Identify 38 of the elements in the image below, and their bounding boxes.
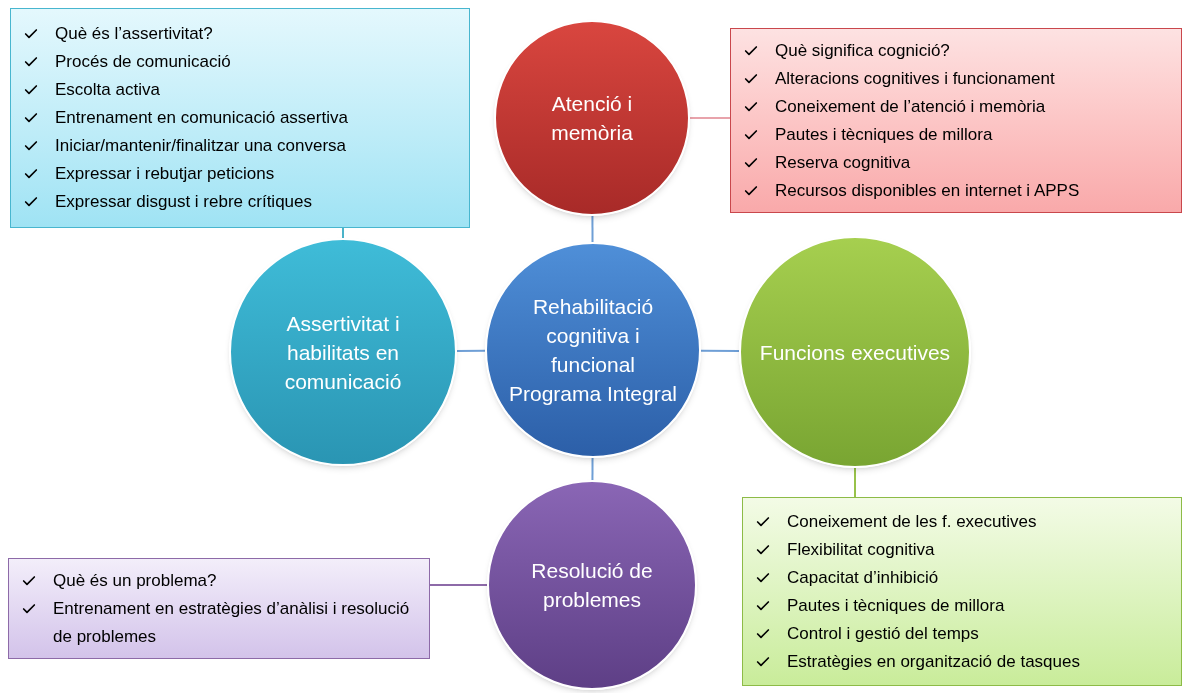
list-item: Pautes i tècniques de millora bbox=[787, 594, 1005, 617]
checklist-box bbox=[10, 8, 470, 228]
list-item: Alteracions cognitives i funcionament bbox=[775, 67, 1055, 90]
connector-line bbox=[591, 457, 594, 481]
checklist-box bbox=[8, 558, 430, 659]
list-item: Expressar i rebutjar peticions bbox=[55, 163, 275, 185]
list-item: Pautes i tècniques de millora bbox=[775, 123, 993, 146]
circle-label: Assertivitat i habilitats en comunicació bbox=[283, 310, 403, 395]
list-item: Flexibilitat cognitiva bbox=[787, 538, 935, 561]
checklist-box bbox=[742, 497, 1182, 686]
list-item: Capacitat d’inhibició bbox=[787, 566, 939, 589]
connector-line bbox=[689, 117, 731, 119]
list-item: Iniciar/mantenir/finalitzar una conversa bbox=[55, 135, 347, 157]
checklist-box bbox=[730, 28, 1182, 213]
list-item: Procés de comunicació bbox=[55, 51, 231, 73]
list-item: Coneixement de les f. executives bbox=[787, 510, 1037, 533]
connector-line bbox=[342, 227, 344, 239]
circle-label: Funcions executives bbox=[759, 339, 951, 366]
list-item: Entrenament en estratègies d’anàlisi i resolució de problemes bbox=[53, 597, 411, 648]
list-item: Estratègies en organització de tasques bbox=[787, 650, 1080, 673]
connector-line bbox=[591, 215, 594, 243]
list-item: Escolta activa bbox=[55, 79, 160, 101]
connector-line bbox=[429, 584, 488, 586]
list-item: Reserva cognitiva bbox=[775, 151, 911, 174]
list-item: Què és un problema? bbox=[53, 569, 217, 592]
list-item: Coneixement de l’atenció i memòria bbox=[775, 95, 1046, 118]
list-item: Expressar disgust i rebre crítiques bbox=[55, 191, 312, 213]
connector-line bbox=[456, 349, 486, 353]
circle-label: Resolució de problemes bbox=[530, 558, 654, 613]
list-item: Entrenament en comunicació assertiva bbox=[55, 107, 348, 129]
list-item: Recursos disponibles en internet i APPS bbox=[775, 179, 1080, 202]
list-item: Què significa cognició? bbox=[775, 39, 950, 62]
connector-line bbox=[854, 467, 856, 498]
list-item: Control i gestió del temps bbox=[787, 622, 979, 645]
connector-line bbox=[700, 349, 740, 353]
circle-label: Rehabilitació cognitiva i funcional Programa Integral bbox=[507, 294, 679, 407]
circle-label: Atenció i memòria bbox=[550, 91, 634, 146]
list-item: Què és l’assertivitat? bbox=[55, 23, 213, 45]
